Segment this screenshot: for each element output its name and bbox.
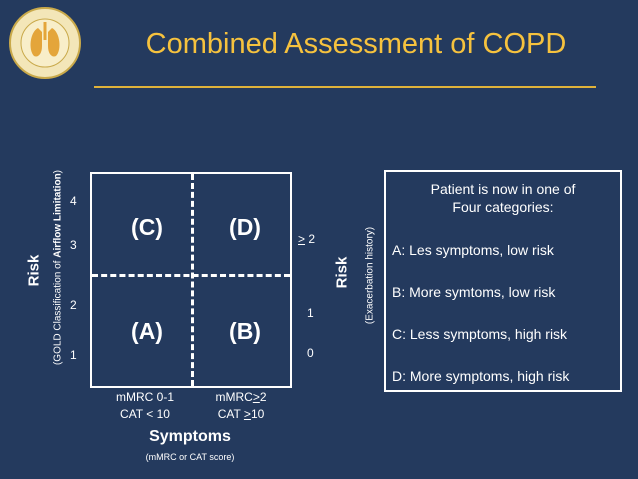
panel-heading: Patient is now in one of Four categories… [430,181,576,215]
category-c: C: Less symptoms, high risk [392,326,568,342]
right-tick-2-or-more: > 2 [298,232,316,246]
bottom-axis-sublabel: (mMRC or CAT score) [145,452,235,462]
quadrant-d: (D) [229,214,261,240]
left-tick-3: 3 [70,238,77,252]
left-tick-4: 4 [70,194,77,208]
left-axis-label: Risk [25,254,43,287]
category-d: D: More symptoms, high risk [392,368,570,384]
quadrant-b: (B) [229,318,261,344]
left-axis-sublabel: (GOLD Classification of Airflow Limitati… [52,169,64,366]
categories-panel: Patient is now in one of Four categories… [384,170,622,392]
bottom-col1-line1: mMRC 0-1 [115,390,174,404]
bottom-col1-line2: CAT < 10 [120,407,170,421]
right-tick-1: 1 [307,306,314,320]
title-divider [94,86,596,88]
page-title: Combined Assessment of COPD [145,28,567,60]
grid-vertical-divider [191,174,194,386]
grid-horizontal-divider [92,274,290,277]
category-a: A: Les symptoms, low risk [392,242,554,258]
right-axis-label: Risk [333,256,351,289]
bottom-axis-label: Symptoms [149,428,231,445]
category-b: B: More symtoms, low risk [392,284,556,300]
quadrant-c: (C) [131,214,163,240]
right-tick-0: 0 [307,346,314,360]
left-tick-2: 2 [70,298,77,312]
bottom-col2-line1: mMRC>2 [215,390,267,404]
right-axis-sublabel: (Exacerbation history) [364,226,376,325]
quadrant-a: (A) [131,318,163,344]
assessment-grid: (C) (D) (A) (B) [90,172,292,388]
bottom-col2-line2: CAT >10 [217,407,265,421]
left-tick-1: 1 [70,348,77,362]
gold-initiative-seal-icon [9,7,81,79]
